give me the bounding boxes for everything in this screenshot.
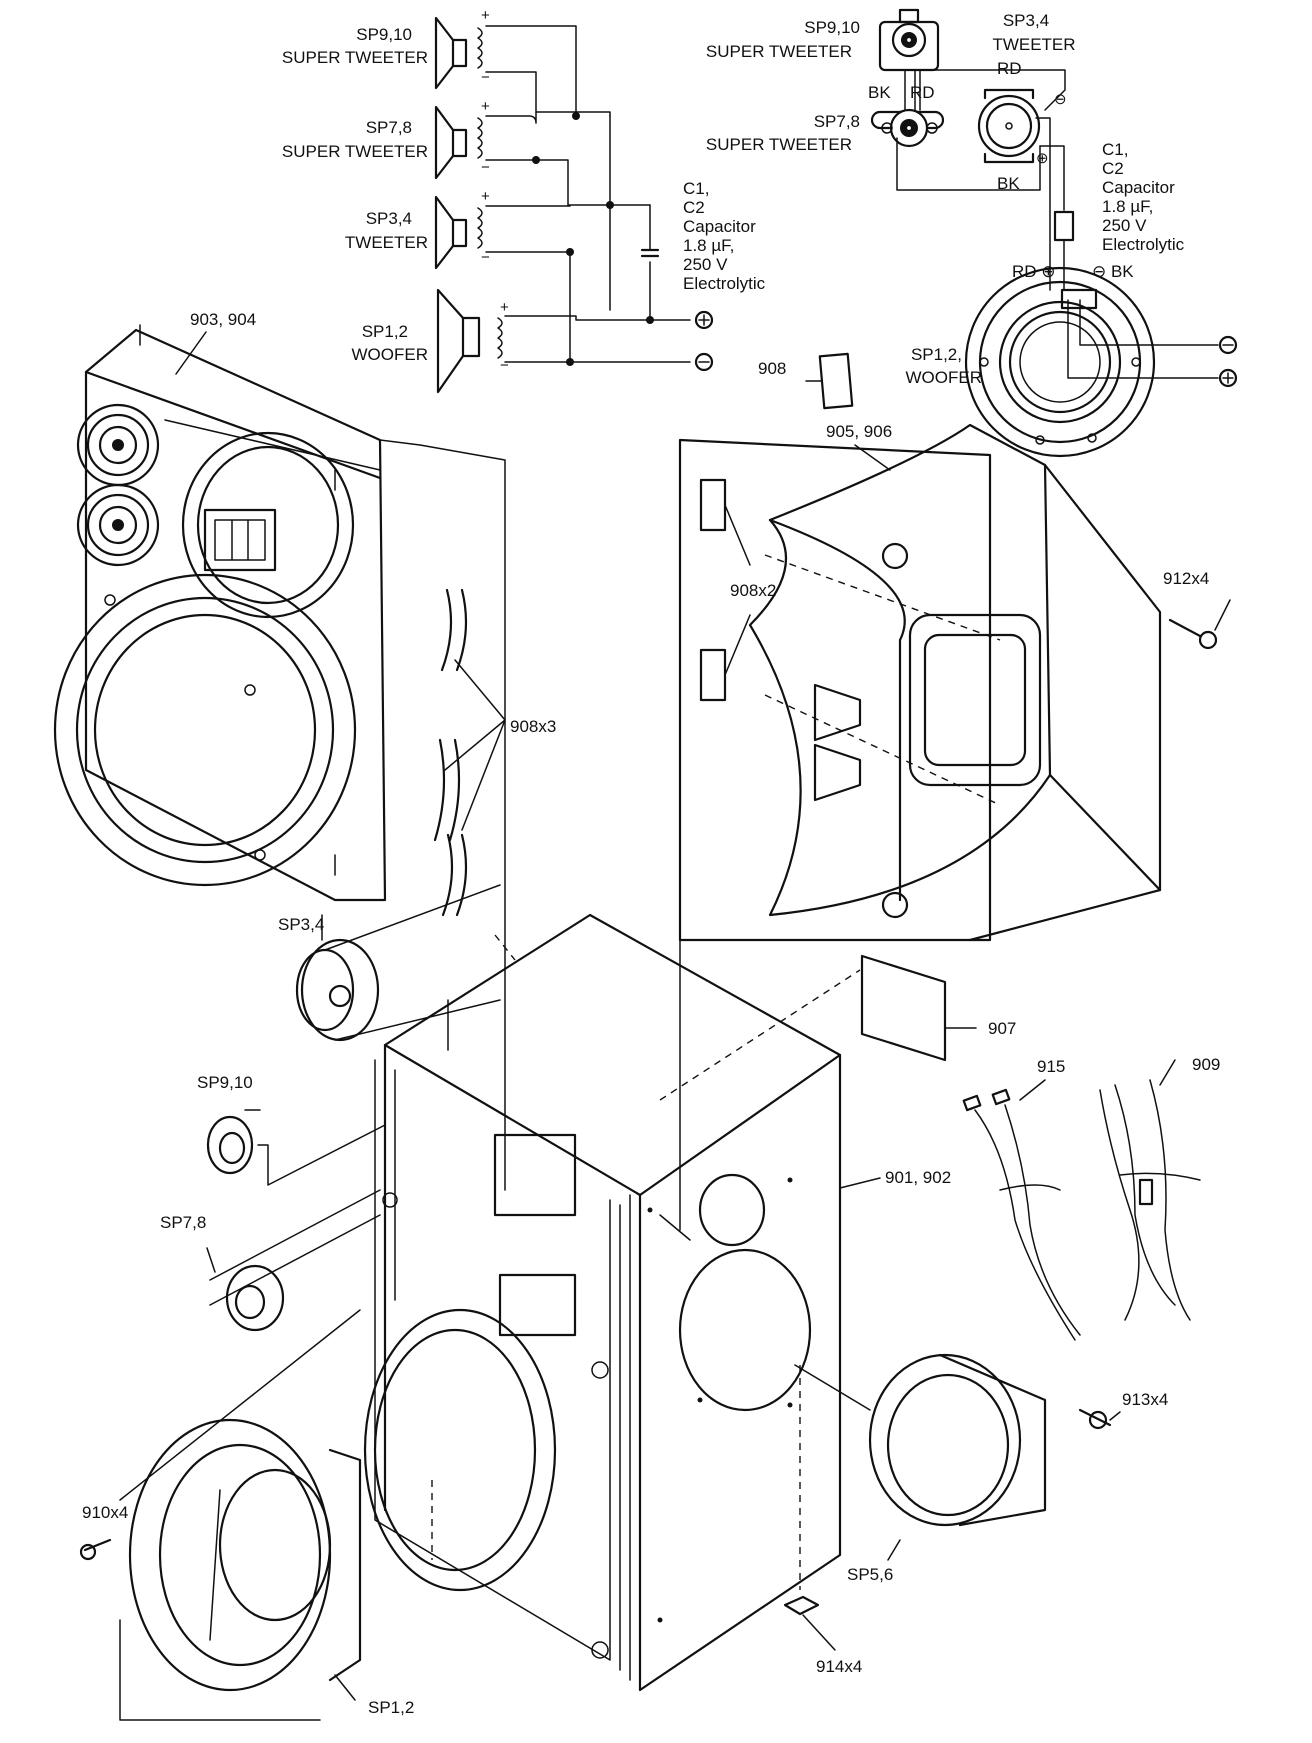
part-sp34-tweeter: [295, 884, 501, 1042]
sch-sp78-num: SP7,8: [366, 118, 412, 137]
part-labels: 903, 904 908 905, 906 908x2 912x4 908x3 …: [82, 310, 1220, 1717]
sch-cap-line3: Capacitor: [683, 217, 756, 236]
wiring-sp34-unit: [977, 88, 1041, 164]
sp78-speaker-symbol: [434, 105, 483, 180]
sch-cap-line5: 250 V: [683, 255, 728, 274]
wire-bk3: ⊖ BK: [1092, 262, 1134, 281]
sp78-plus: +: [481, 98, 490, 115]
wire-bk1: BK: [868, 83, 891, 102]
label-915: 915: [1037, 1057, 1065, 1076]
sp34-plus: +: [481, 188, 490, 205]
pad-908x2-bottom: [699, 648, 727, 702]
label-909: 909: [1192, 1055, 1220, 1074]
harness-909: [1099, 1059, 1201, 1321]
wire-cap-line4: 1.8 µF,: [1102, 197, 1153, 216]
label-907: 907: [988, 1019, 1016, 1038]
sch-cap-line6: Electrolytic: [683, 274, 766, 293]
wire-sp34-name: TWEETER: [992, 35, 1075, 54]
sp910-speaker-symbol: [434, 16, 483, 90]
felt-strips-908x3: [433, 588, 506, 917]
sch-sp78-name: SUPER TWEETER: [282, 142, 428, 161]
sp34-minus: −: [481, 249, 490, 266]
sp78-minus: −: [481, 159, 490, 176]
sch-cap-line4: 1.8 µF,: [683, 236, 734, 255]
part-sp12-woofer: [119, 1309, 362, 1721]
sp12-plus: +: [500, 299, 509, 316]
sch-sp34-num: SP3,4: [366, 209, 412, 228]
part-sp910: [206, 1109, 386, 1186]
wiring-sp34-neg: ⊖: [1054, 91, 1067, 108]
label-sp34: SP3,4: [278, 915, 324, 934]
label-908x3: 908x3: [510, 717, 556, 736]
label-908x2: 908x2: [730, 581, 776, 600]
schematic: + − + − + − + − SP9,10 SUP: [282, 7, 766, 394]
wire-sp910-name: SUPER TWEETER: [706, 42, 852, 61]
sch-cap-line1: C1,: [683, 179, 709, 198]
wire-sp910-num: SP9,10: [804, 18, 860, 37]
wire-bk2: BK: [997, 174, 1020, 193]
wire-rd1: RD: [910, 83, 935, 102]
sch-sp910-name: SUPER TWEETER: [282, 48, 428, 67]
sp34-speaker-symbol: [434, 195, 483, 270]
sch-sp34-name: TWEETER: [345, 233, 428, 252]
wire-rd2: RD: [997, 59, 1022, 78]
part-sp78: [206, 1189, 381, 1332]
wire-sp78-name: SUPER TWEETER: [706, 135, 852, 154]
label-sp56: SP5,6: [847, 1565, 893, 1584]
label-913x4: 913x4: [1122, 1390, 1168, 1409]
part-sp56: [794, 1353, 1047, 1561]
wire-sp12-name: WOOFER: [906, 368, 983, 387]
wire-sp78-num: SP7,8: [814, 112, 860, 131]
label-905-906: 905, 906: [826, 422, 892, 441]
grille-905-906: [678, 423, 1162, 942]
label-901-902: 901, 902: [885, 1168, 951, 1187]
sch-sp910-num: SP9,10: [356, 25, 412, 44]
screw-910: [83, 1538, 112, 1552]
wire-cap-line3: Capacitor: [1102, 178, 1175, 197]
wire-sp34-num: SP3,4: [1003, 11, 1049, 30]
wiring-sp34-pos: ⊕: [1036, 150, 1049, 167]
front-baffle-903-904: [53, 324, 387, 902]
label-910x4: 910x4: [82, 1503, 128, 1522]
wire-rd3: RD ⊕: [1012, 262, 1056, 281]
screw-912: [1168, 618, 1202, 638]
label-903-904: 903, 904: [190, 310, 256, 329]
wiring-diagram: ⊖ ⊕ SP9,10 SUPER TWEETER SP7,8 SUPER TWE…: [706, 8, 1238, 458]
wire-cap-line1: C1,: [1102, 140, 1128, 159]
label-914x4: 914x4: [816, 1657, 862, 1676]
sp910-minus: −: [481, 69, 490, 86]
label-sp78: SP7,8: [160, 1213, 206, 1232]
wire-sp12-num: SP1,2,: [911, 345, 962, 364]
sch-sp12-name: WOOFER: [352, 345, 429, 364]
decal-907: [860, 954, 947, 1062]
harness-915: [962, 1079, 1081, 1341]
foot-914: [783, 1595, 820, 1616]
wiring-sp78-unit: [870, 108, 945, 148]
wire-cap-line2: C2: [1102, 159, 1124, 178]
sp12-speaker-symbol: [436, 288, 503, 394]
sp12-minus: −: [500, 357, 509, 374]
wiring-woofer-unit: [964, 266, 1219, 458]
pad-908: [818, 352, 854, 410]
wire-cap-line6: Electrolytic: [1102, 235, 1185, 254]
label-908: 908: [758, 359, 786, 378]
wire-cap-line5: 250 V: [1102, 216, 1147, 235]
cabinet-901-902: [363, 913, 861, 1692]
sch-cap-line2: C2: [683, 198, 705, 217]
leader-baffle-cabinet: [379, 439, 506, 1191]
label-912x4: 912x4: [1163, 569, 1209, 588]
label-sp910: SP9,10: [197, 1073, 253, 1092]
pad-908x2-top: [699, 478, 727, 532]
label-sp12: SP1,2: [368, 1698, 414, 1717]
sch-sp12-num: SP1,2: [362, 322, 408, 341]
wiring-sp910-unit: [878, 8, 940, 72]
sp910-plus: +: [481, 7, 490, 24]
